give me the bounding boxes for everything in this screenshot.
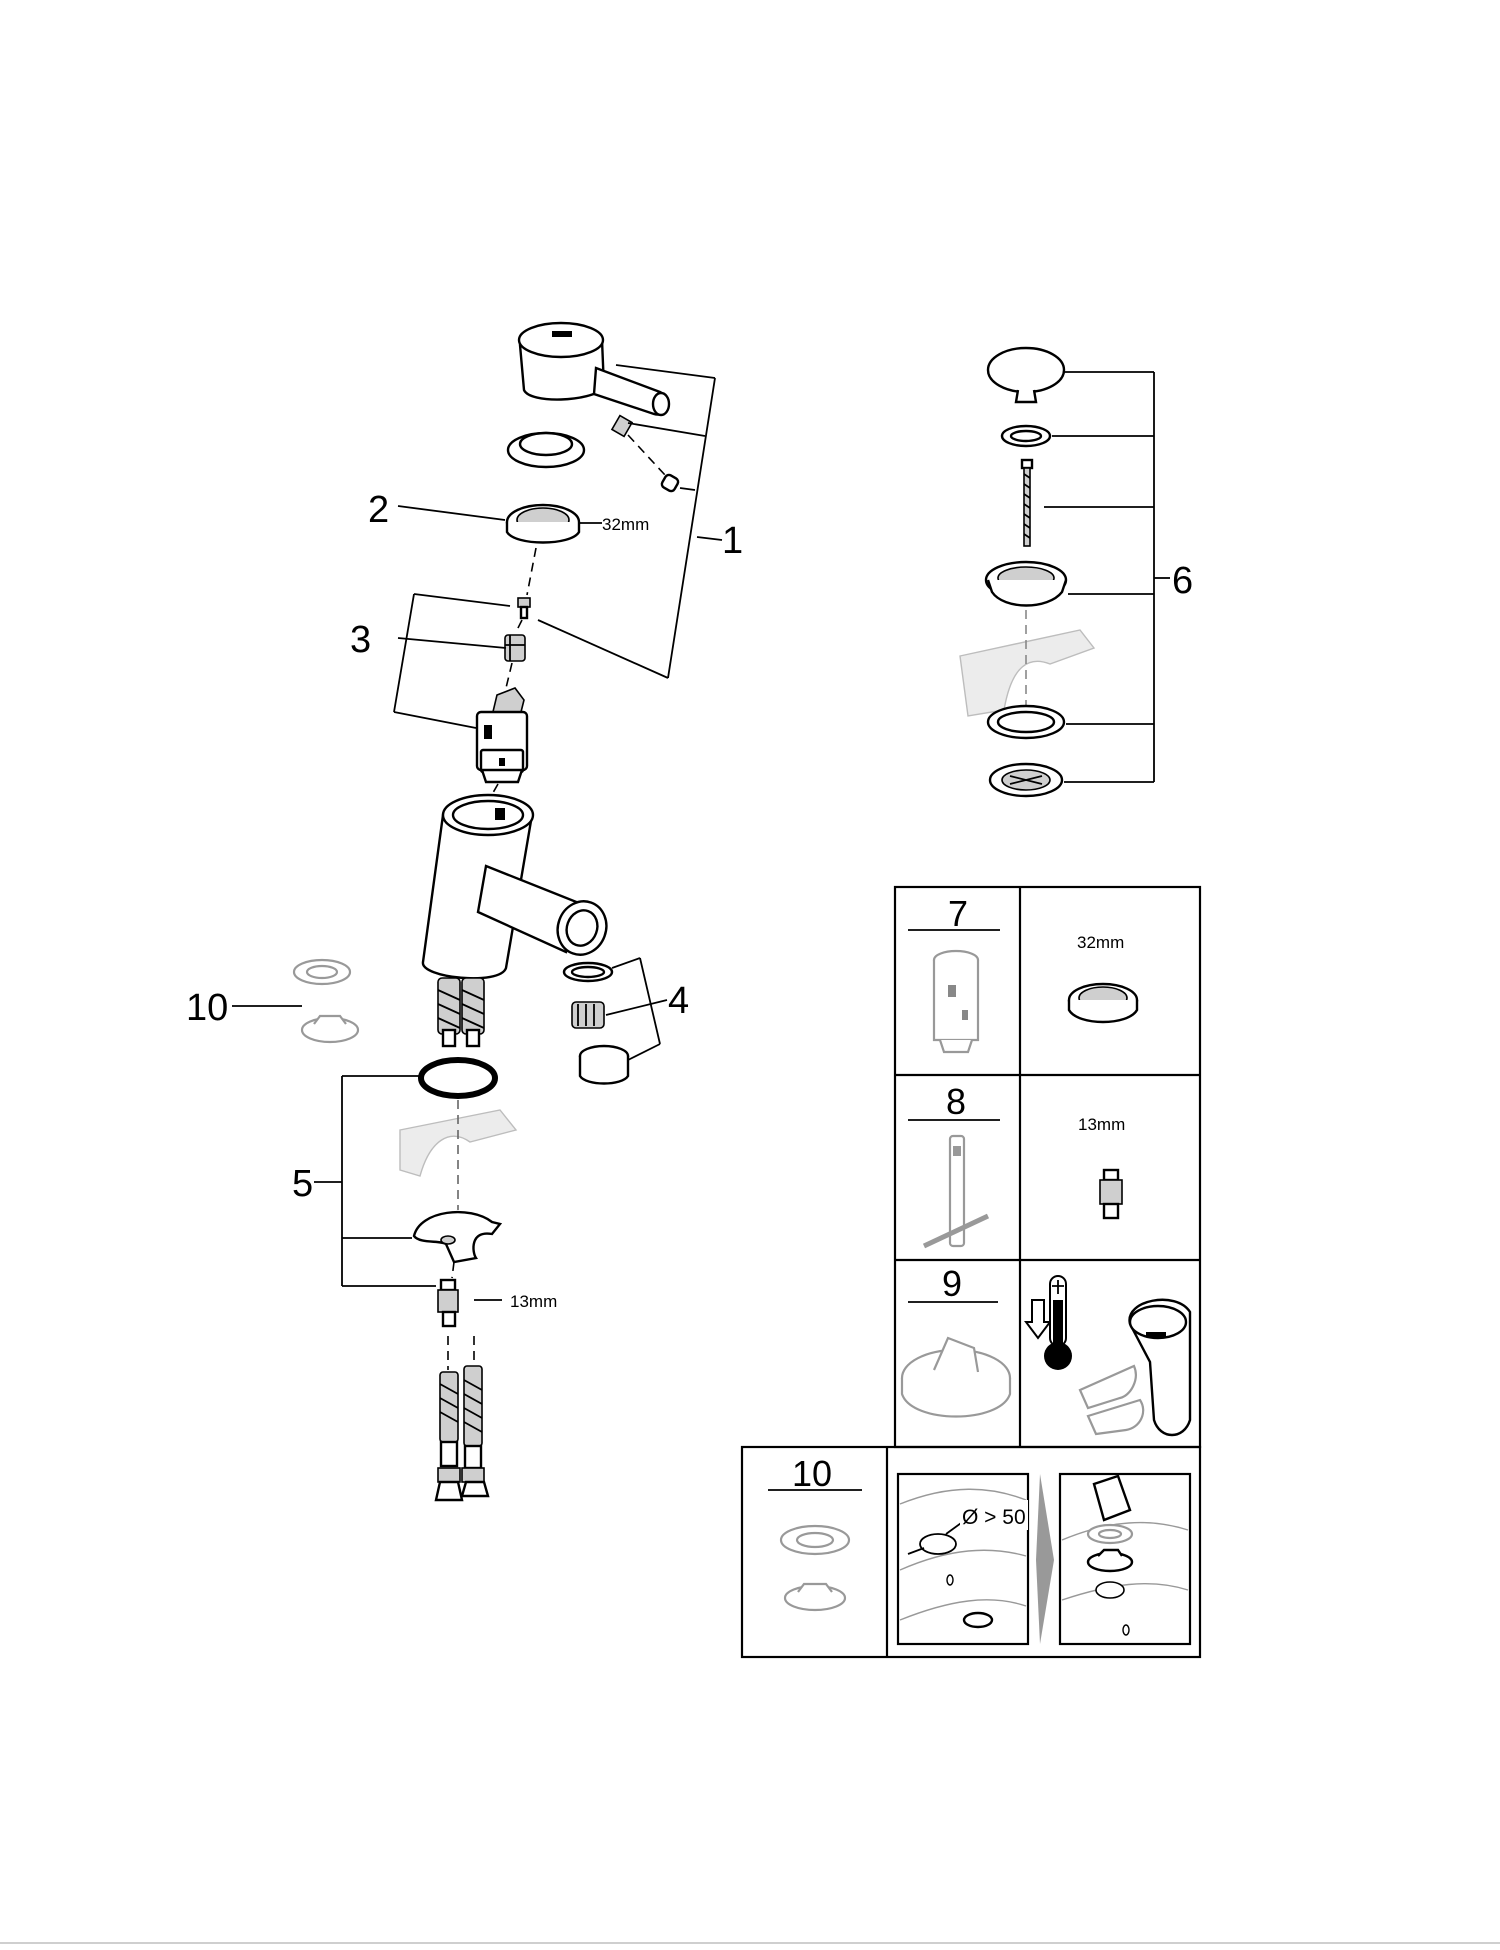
callout-6-bracket (1044, 371, 1170, 783)
callout-2: 2 (368, 489, 389, 531)
limiter-ring-icon (900, 1336, 1012, 1418)
thermometer-icon (1044, 1275, 1072, 1370)
panel-8: 8 13mm (908, 1081, 1125, 1249)
panel-9-number: 9 (942, 1263, 962, 1304)
panel-8-size: 13mm (1078, 1115, 1125, 1134)
cartridge-icon (932, 949, 980, 1054)
service-table (740, 885, 1202, 1659)
callout-6: 6 (1172, 560, 1193, 602)
wrench-icon (922, 1134, 990, 1249)
drain-ring-gray (292, 958, 360, 1044)
hole-diameter-label: Ø > 50 (962, 1506, 1026, 1529)
callout-5-bracket (314, 1075, 436, 1287)
cartridge (475, 687, 529, 784)
panel-9: 9 (900, 1263, 1192, 1437)
panel-10: 10 Ø > 50 (768, 1453, 1192, 1646)
callout-10: 10 (186, 987, 228, 1029)
set-screw (610, 414, 680, 493)
basin-hole-view: Ø > 50 (899, 1488, 1028, 1629)
body-hoses (437, 977, 485, 1048)
drain-ring-icon (779, 1524, 851, 1612)
valve-size-label: 13mm (510, 1292, 557, 1311)
nut-32mm (505, 503, 581, 544)
mounting-oring (418, 1057, 498, 1099)
callout-4-bracket (605, 957, 668, 1061)
callout-5: 5 (292, 1163, 313, 1205)
panel-7: 7 32mm (908, 893, 1139, 1054)
panel-10-number: 10 (792, 1453, 832, 1494)
down-arrow-icon (1024, 1299, 1052, 1340)
panel-7-number: 7 (948, 893, 968, 934)
countertop-section (399, 1100, 518, 1210)
aerator-parts (562, 961, 630, 1085)
drain-assembly (959, 346, 1096, 798)
nut-size-label: 32mm (602, 515, 649, 534)
valve-13mm (437, 1278, 459, 1328)
panel-8-number: 8 (946, 1081, 966, 1122)
installed-drain-view (1061, 1474, 1189, 1636)
valve-13mm-icon (1099, 1168, 1123, 1220)
adapter (504, 634, 526, 662)
nut-32mm-icon (1067, 982, 1139, 1024)
horseshoe-washer (412, 1210, 503, 1264)
small-screw (517, 597, 531, 620)
faucet-handle-icon (1078, 1298, 1192, 1437)
callout-3-bracket (393, 593, 511, 729)
supply-hoses (434, 1336, 490, 1502)
callout-1: 1 (722, 520, 743, 562)
lever-handle (517, 321, 671, 417)
callout-1-bracket (537, 364, 723, 679)
callout-4: 4 (668, 980, 689, 1022)
panel-7-size: 32mm (1077, 933, 1124, 952)
faucet-body (421, 793, 608, 980)
cover-ring (506, 431, 586, 469)
callout-3: 3 (350, 619, 371, 661)
